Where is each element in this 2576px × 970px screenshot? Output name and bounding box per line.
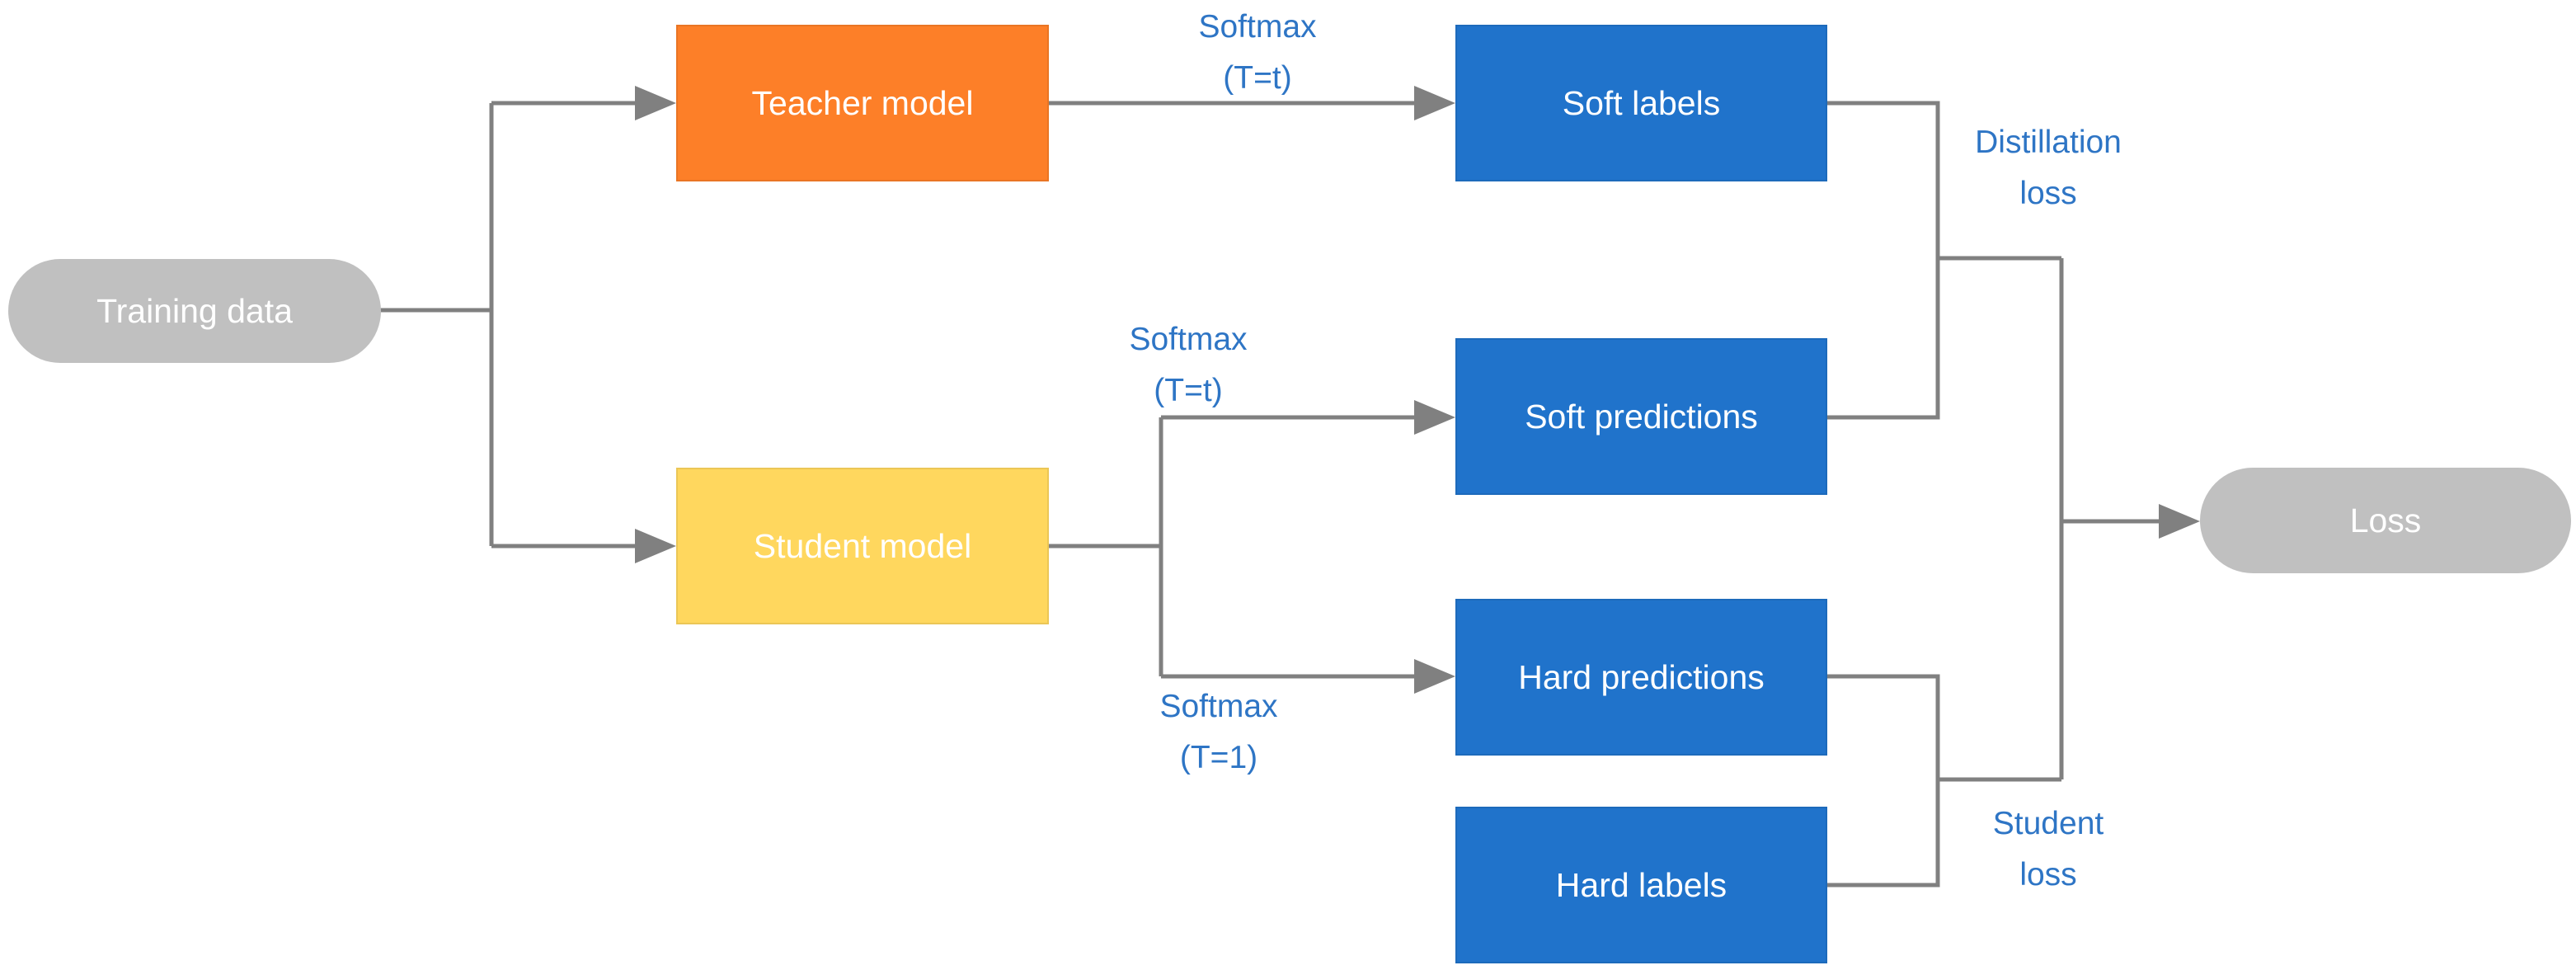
hard-predictions-node: Hard predictions [1455, 599, 1827, 756]
distillation-loss-line2: loss [2019, 176, 2077, 211]
student-model-label: Student model [753, 526, 972, 565]
arrowhead-teacher [635, 86, 676, 120]
training-data-label: Training data [96, 291, 293, 330]
student-hard-softmax-line1: Softmax [1159, 689, 1278, 724]
arrowhead-hard-predictions [1414, 659, 1455, 694]
soft-labels-node: Soft labels [1455, 25, 1827, 181]
soft-predictions-label: Soft predictions [1525, 397, 1758, 436]
arrowhead-soft-labels [1414, 86, 1455, 120]
hard-labels-label: Hard labels [1555, 865, 1728, 904]
student-loss-label: Student loss [1993, 798, 2104, 901]
arrowhead-student [635, 529, 676, 563]
student-loss-line2: loss [2019, 857, 2077, 892]
soft-predictions-node: Soft predictions [1455, 338, 1827, 495]
hard-labels-node: Hard labels [1455, 807, 1827, 963]
teacher-softmax-line2: (T=t) [1223, 60, 1292, 96]
teacher-model-node: Teacher model [676, 25, 1049, 181]
loss-node: Loss [2200, 468, 2571, 573]
student-soft-softmax-line1: Softmax [1129, 322, 1248, 357]
distillation-loss-label: Distillation loss [1975, 117, 2122, 219]
student-loss-line1: Student [1992, 806, 2104, 841]
teacher-softmax-label: Softmax (T=t) [1198, 2, 1316, 104]
student-hard-softmax-line2: (T=1) [1179, 740, 1258, 775]
loss-label: Loss [2349, 501, 2422, 539]
arrowhead-loss [2159, 504, 2200, 539]
soft-labels-label: Soft labels [1562, 83, 1721, 122]
hard-predictions-label: Hard predictions [1518, 657, 1765, 696]
edge-hard-merge [1827, 674, 1940, 888]
student-model-node: Student model [676, 468, 1049, 624]
edge-soft-labels-merge [1827, 101, 1940, 420]
teacher-model-label: Teacher model [751, 83, 974, 122]
student-hard-softmax-label: Softmax (T=1) [1159, 681, 1277, 784]
training-data-node: Training data [8, 259, 381, 363]
teacher-softmax-line1: Softmax [1198, 9, 1317, 45]
distillation-loss-line1: Distillation [1975, 125, 2122, 160]
student-soft-softmax-label: Softmax (T=t) [1129, 314, 1247, 417]
arrowhead-soft-predictions [1414, 400, 1455, 435]
student-soft-softmax-line2: (T=t) [1154, 373, 1223, 408]
